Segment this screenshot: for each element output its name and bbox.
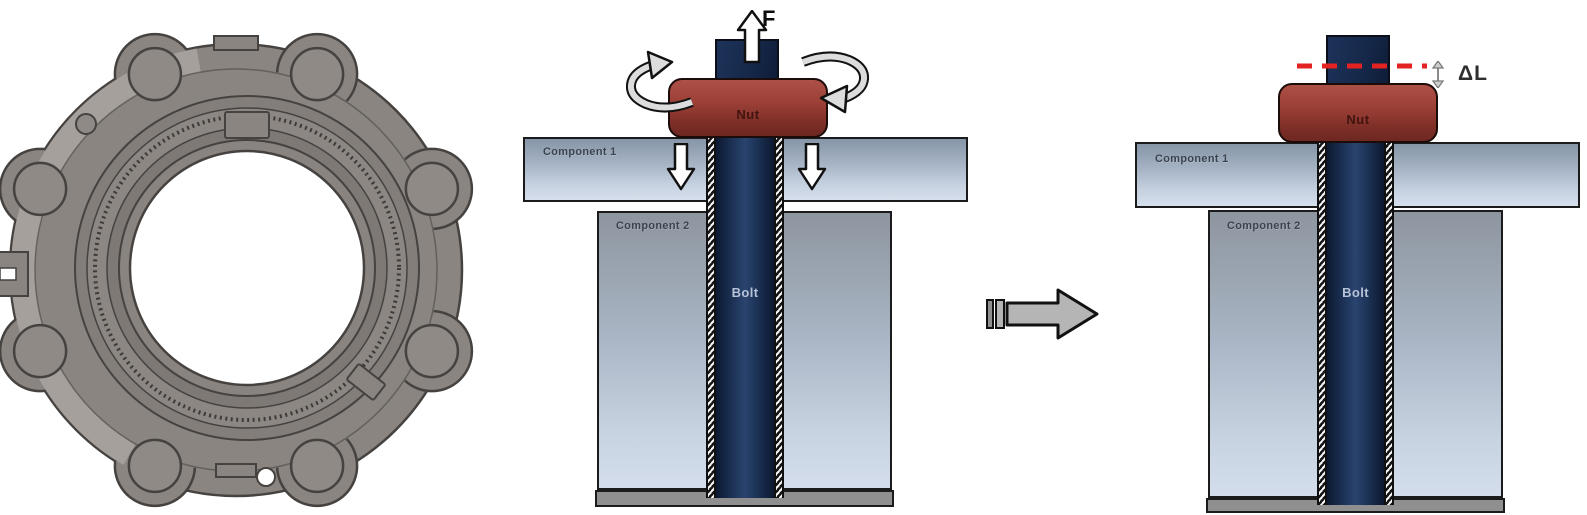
bolt-holes [12, 46, 460, 494]
ring-tab-top [224, 111, 270, 139]
force-label: F [762, 6, 776, 31]
inner-ring-assembly [74, 95, 420, 441]
bolt-shaft [716, 137, 774, 498]
top-tab [213, 35, 259, 51]
thread-right [774, 137, 784, 498]
bolt-top-end [1326, 35, 1390, 85]
thread-left [706, 137, 716, 498]
bolt-shaft [1327, 142, 1384, 505]
left-slot [0, 267, 17, 281]
ring-tab-bottom-right [346, 363, 386, 401]
flange-cad-illustration [0, 32, 474, 508]
nut-label: Nut [1346, 112, 1370, 127]
bottom-tab [215, 463, 257, 478]
transition-arrow-icon [986, 288, 1099, 340]
elongation-arrow-icon [1431, 61, 1445, 88]
bolt-label: Bolt [1342, 285, 1369, 300]
center-bore [128, 149, 366, 387]
clamp-arrow-left-icon [666, 143, 696, 191]
nut: Nut [1278, 83, 1438, 143]
component2-label: Component 2 [616, 220, 690, 232]
bottom-notch-hole [256, 467, 276, 487]
small-pin-hole [75, 113, 97, 135]
elongation-label: ΔL [1458, 62, 1488, 85]
component1-label: Component 1 [1155, 153, 1229, 165]
component1-label: Component 1 [543, 146, 617, 158]
bolt-label: Bolt [731, 285, 759, 300]
nut: Nut [668, 78, 828, 138]
rotation-arrow-right-icon [801, 51, 869, 114]
thread-right [1384, 142, 1394, 505]
nut-label: Nut [736, 107, 760, 122]
component2-label: Component 2 [1227, 220, 1301, 232]
reference-dashed-line [1297, 63, 1427, 69]
clamp-arrow-right-icon [797, 143, 827, 191]
rotation-arrow-left-icon [626, 50, 694, 113]
thread-left [1317, 142, 1327, 505]
force-arrow-icon [736, 10, 768, 64]
